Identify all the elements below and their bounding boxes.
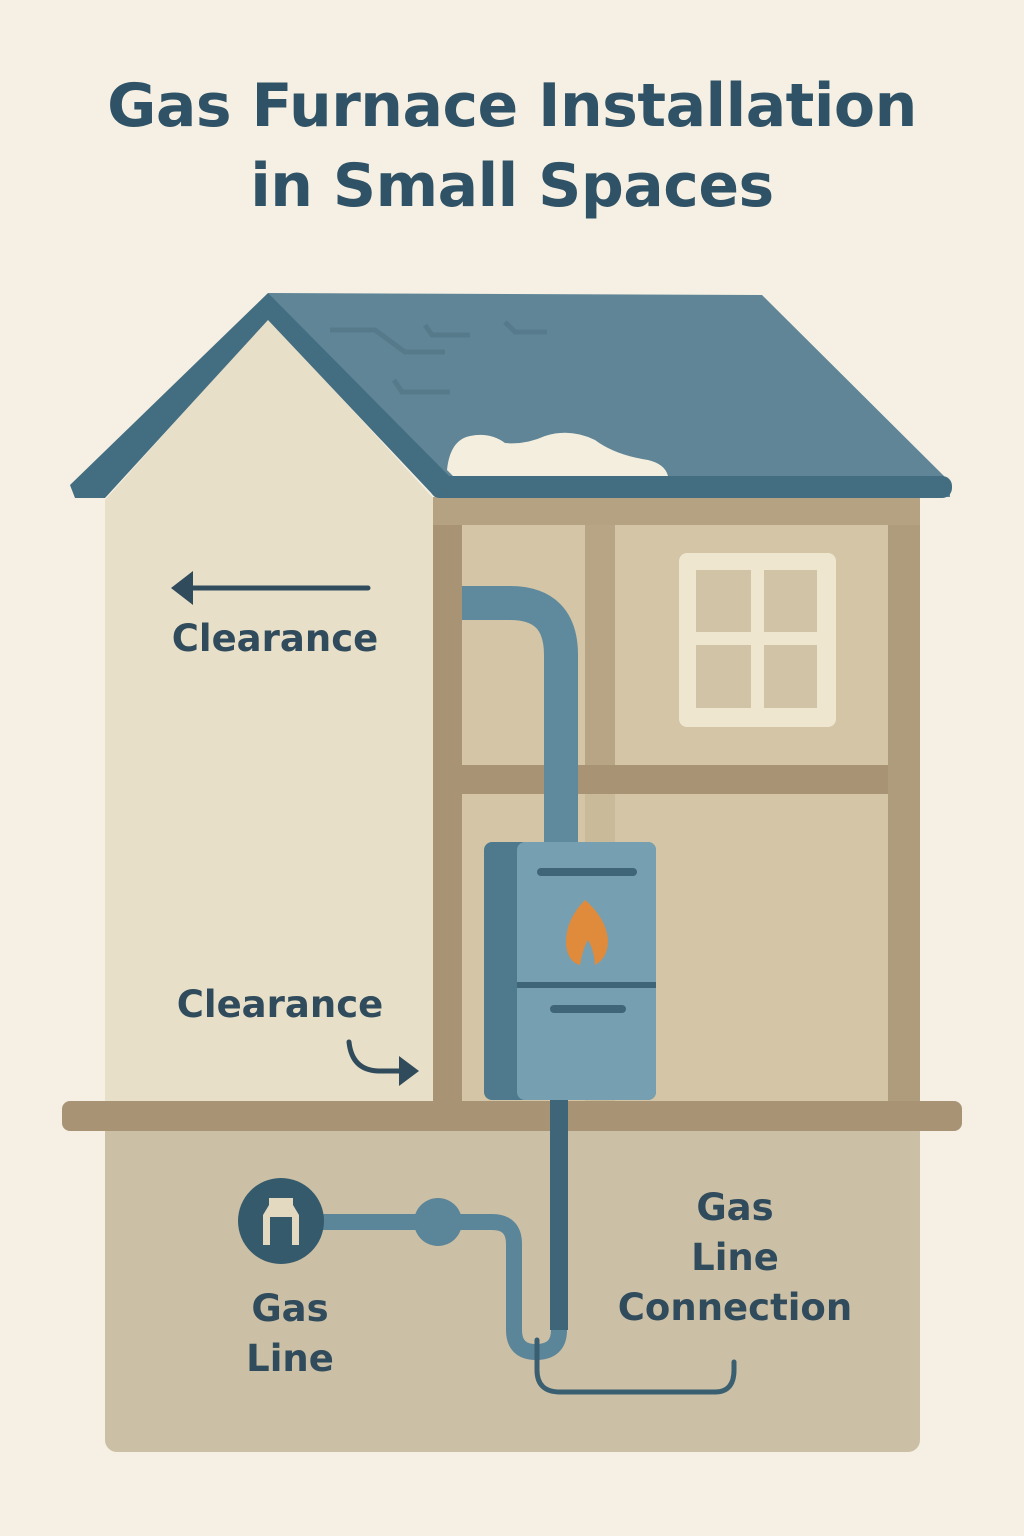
gas-valve-icon [238, 1178, 324, 1264]
title-line-1: Gas Furnace Installation [107, 71, 917, 141]
middle-post [585, 525, 615, 765]
gas-line-label: Gas Line [246, 1287, 334, 1380]
gas-line-connection-label: Gas Line Connection [617, 1186, 853, 1329]
floor-beam [462, 765, 888, 794]
vent-pipe [462, 586, 578, 845]
arrow-left-icon [171, 571, 371, 605]
flame-icon [565, 900, 608, 965]
page-title: Gas Furnace Installation in Small Spaces [0, 66, 1024, 226]
clearance-label-top: Clearance [171, 617, 379, 660]
title-line-2: in Small Spaces [250, 151, 774, 221]
gable-wall [105, 318, 435, 1110]
snow [447, 432, 668, 476]
top-beam [433, 497, 920, 525]
furnace [484, 842, 656, 1100]
clearance-label-bottom: Clearance [176, 983, 384, 1026]
roof [70, 293, 952, 498]
curved-arrow-right-icon [346, 1039, 419, 1086]
window [679, 553, 836, 727]
gas-piping [238, 1100, 737, 1395]
left-post [433, 497, 462, 1110]
right-post [888, 497, 920, 1110]
floor-slab [62, 1101, 962, 1131]
